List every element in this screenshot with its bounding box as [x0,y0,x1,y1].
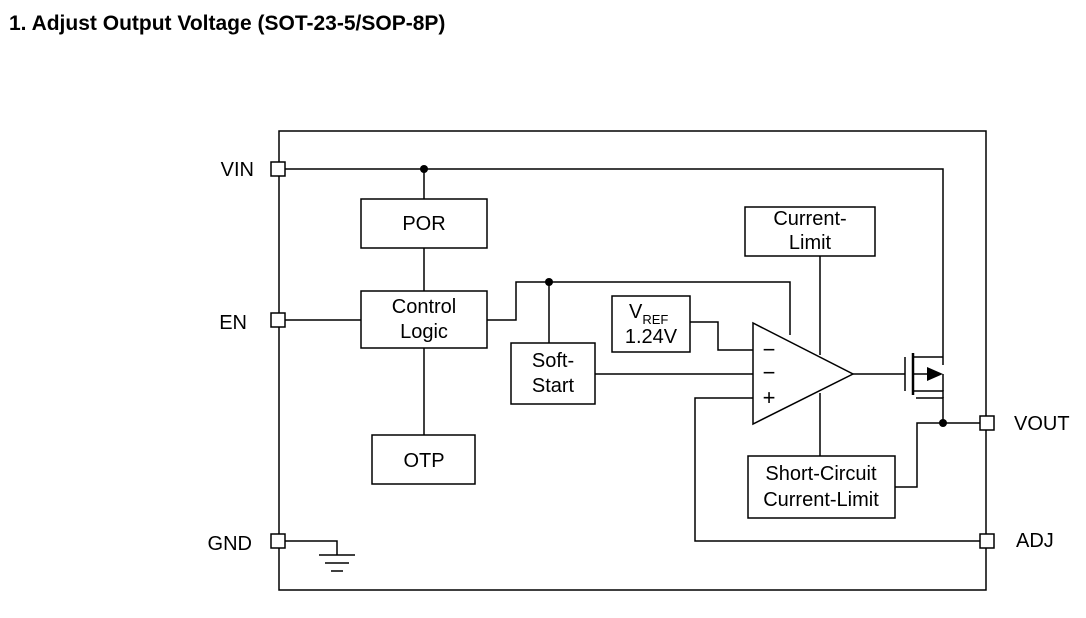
pin-label-gnd: GND [208,533,252,555]
ground-icon [319,554,355,572]
pin-vin [270,161,286,177]
pin-label-en: EN [219,312,247,334]
amp-input-plus: + [763,385,776,410]
otp-block [371,434,476,485]
short-circuit-block [747,455,896,519]
pin-gnd [270,533,286,549]
control-logic-label-line2: Logic [400,321,448,343]
error-amplifier [752,321,855,426]
vref-label: VREF [629,301,668,327]
pin-en [270,312,286,328]
soft-start-label-line1: Soft- [532,350,574,372]
wires [285,168,980,555]
vref-value: 1.24V [625,326,678,348]
pin-label-vout: VOUT [1014,413,1070,435]
vref-subscript: REF [642,312,668,327]
vref-symbol: V [629,301,643,323]
package-outline [278,130,987,591]
short-circuit-label-line1: Short-Circuit [765,463,877,485]
control-logic-label-line1: Control [392,296,456,318]
diagram-title: 1. Adjust Output Voltage (SOT-23-5/SOP-8… [9,12,446,35]
pass-transistor-icon [904,353,944,398]
amp-input-minus-1: − [763,337,776,362]
current-limit-label-line1: Current- [773,208,846,230]
por-label: POR [402,213,445,235]
soft-start-label-line2: Start [532,375,575,397]
short-circuit-label-line2: Current-Limit [763,489,879,511]
por-block [360,198,488,249]
otp-label: OTP [403,450,444,472]
pin-adj [979,533,995,549]
current-limit-label-line2: Limit [789,232,832,254]
soft-start-block [510,342,596,405]
pin-label-adj: ADJ [1016,530,1054,552]
vref-block [611,295,691,353]
current-limit-block [744,206,876,257]
amp-input-minus-2: − [763,360,776,385]
control-logic-block [360,290,488,349]
junction-dots [420,165,947,427]
pin-label-vin: VIN [221,159,254,181]
pin-vout [979,415,995,431]
